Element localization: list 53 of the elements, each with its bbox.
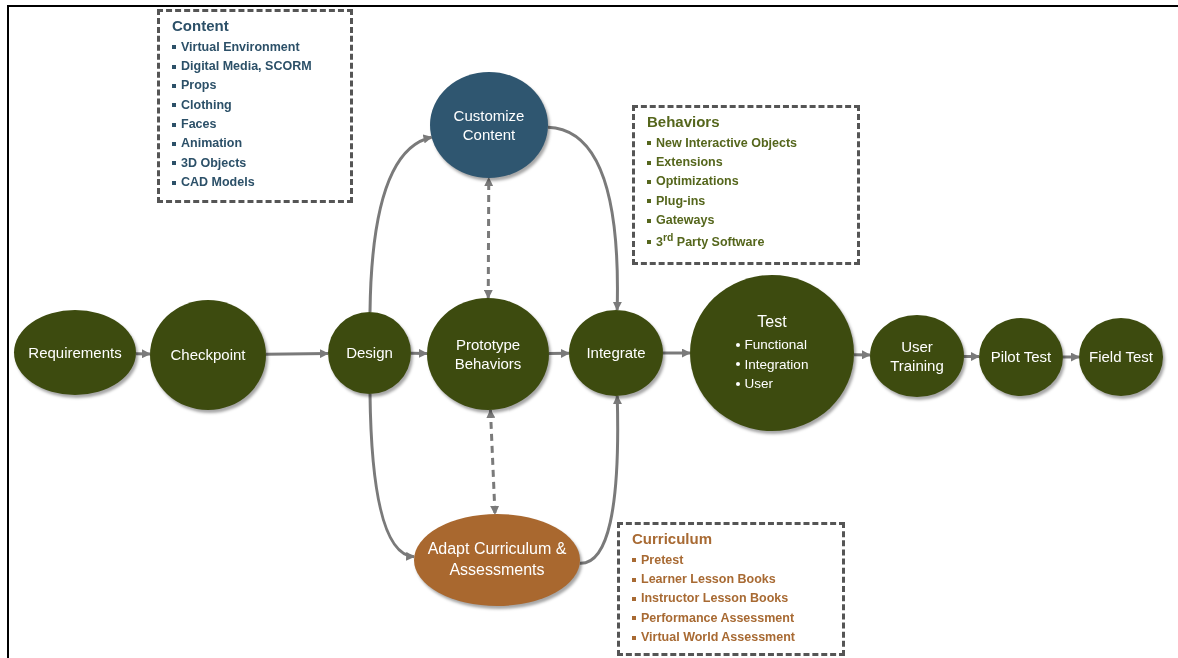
list-item: 3D Objects (172, 153, 247, 174)
note-heading: Content (172, 16, 230, 36)
arrow (483, 177, 494, 299)
note-box (157, 9, 353, 203)
node-label: Integrate (586, 343, 646, 363)
node-label: Design (346, 343, 393, 363)
node-label: Test (757, 312, 787, 333)
arrow (486, 409, 500, 515)
list-item: Virtual World Assessment (632, 628, 795, 648)
arrow (411, 348, 428, 358)
arrow (368, 393, 416, 560)
list-item: Instructor Lesson Books (632, 589, 789, 609)
list-item: Gateways (647, 211, 715, 231)
list-item: Virtual Environment (172, 37, 300, 57)
arrow (853, 350, 871, 360)
arrow (547, 125, 622, 311)
node-label: Pilot Test (990, 347, 1052, 367)
list-item: 3$^{rd}$ Party Software (647, 230, 765, 253)
list-item: Learner Lesson Books (632, 569, 776, 590)
list-item: Props (172, 76, 217, 96)
arrow (964, 352, 980, 361)
list-item: Animation (172, 134, 243, 154)
list-item: New Interactive Objects (647, 133, 798, 153)
list-item: Faces (172, 115, 217, 135)
note-box (632, 105, 860, 265)
node-label: Customize Content (452, 105, 526, 145)
list-item: User (735, 374, 774, 394)
arrow (579, 395, 622, 565)
node-label: Field Test (1089, 347, 1153, 367)
node-label: User Training (889, 336, 945, 376)
list-item: Optimizations (647, 172, 739, 192)
arrow (135, 349, 151, 359)
list-item: Plug-ins (647, 191, 706, 211)
arrow (368, 135, 433, 313)
arrow (266, 349, 329, 359)
list-item: Clothing (172, 95, 232, 115)
list-item: Digital Media, SCORM (172, 56, 312, 77)
arrow (1063, 352, 1080, 362)
arrow (549, 348, 570, 358)
list-item: Functional (735, 335, 807, 355)
list-item: CAD Models (172, 173, 255, 193)
note-heading: Curriculum (632, 529, 713, 549)
node-label: Requirements (28, 342, 122, 363)
node-label: Checkpoint (170, 345, 246, 365)
list-item: Integration (735, 354, 809, 375)
list-item: Performance Assessment (632, 608, 795, 628)
node-label: Prototype Behaviors (453, 334, 523, 374)
arrow (663, 348, 691, 358)
list-item: Pretest (632, 550, 684, 570)
note-heading: Behaviors (647, 112, 721, 132)
list-item: Extensions (647, 152, 723, 173)
note-box (617, 522, 845, 656)
node-label: Adapt Curriculum & Assessments (426, 539, 568, 580)
